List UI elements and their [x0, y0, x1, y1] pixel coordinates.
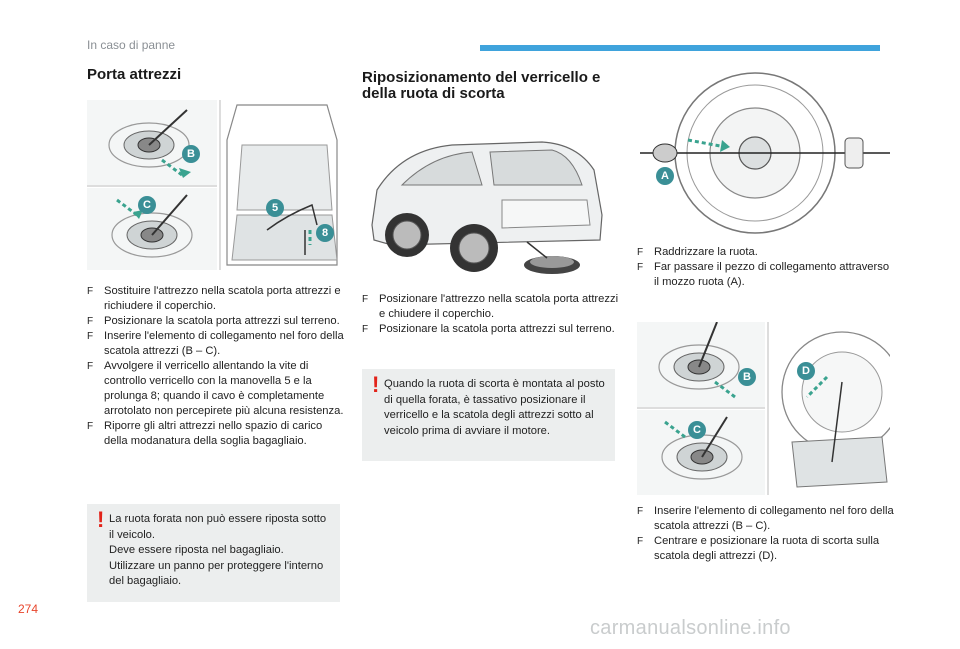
bullet-marker: F — [362, 324, 369, 335]
tool-holder-title: Porta attrezzi — [87, 66, 182, 83]
bullet-marker: F — [362, 294, 369, 305]
bullet-marker: F — [637, 536, 644, 547]
warning-icon: ! — [97, 507, 105, 532]
bullet-marker: F — [87, 286, 94, 297]
wheel-hub-illustration — [640, 72, 890, 234]
label-c: C — [138, 196, 156, 214]
warning-line: Deve essere riposta nel bagagliaio. — [109, 544, 284, 556]
bullet-marker: F — [87, 331, 94, 342]
label-8: 8 — [316, 224, 334, 242]
watermark: carmanualsonline.info — [590, 617, 791, 639]
toolbox-wheel-illustration — [637, 322, 890, 495]
section-header: In caso di panne — [87, 38, 176, 52]
warning-box-engine: ! Quando la ruota di scorta è montata al… — [362, 369, 615, 461]
warning-icon: ! — [372, 372, 380, 397]
bullet-marker: F — [637, 262, 644, 273]
label-b: B — [738, 368, 756, 386]
tool-box-illustration — [87, 100, 338, 270]
bullet-marker: F — [87, 361, 94, 372]
label-5: 5 — [266, 199, 284, 217]
label-d: D — [797, 362, 815, 380]
bullet-marker: F — [637, 247, 644, 258]
label-a: A — [656, 167, 674, 185]
label-c: C — [688, 421, 706, 439]
label-b: B — [182, 145, 200, 163]
warning-line: Utilizzare un panno per proteggere l'int… — [109, 559, 324, 588]
bullet-marker: F — [637, 506, 644, 517]
bullet-marker: F — [87, 316, 94, 327]
bullet-marker: F — [87, 421, 94, 432]
reposition-title: Riposizionamento del verricello e della … — [362, 69, 601, 102]
warning-line: La ruota forata non può essere riposta s… — [109, 513, 327, 541]
warning-box-puncture: ! La ruota forata non può essere riposta… — [87, 504, 340, 602]
header-accent-bar — [480, 45, 880, 51]
car-illustration — [371, 141, 603, 274]
page-number: 274 — [18, 602, 39, 616]
